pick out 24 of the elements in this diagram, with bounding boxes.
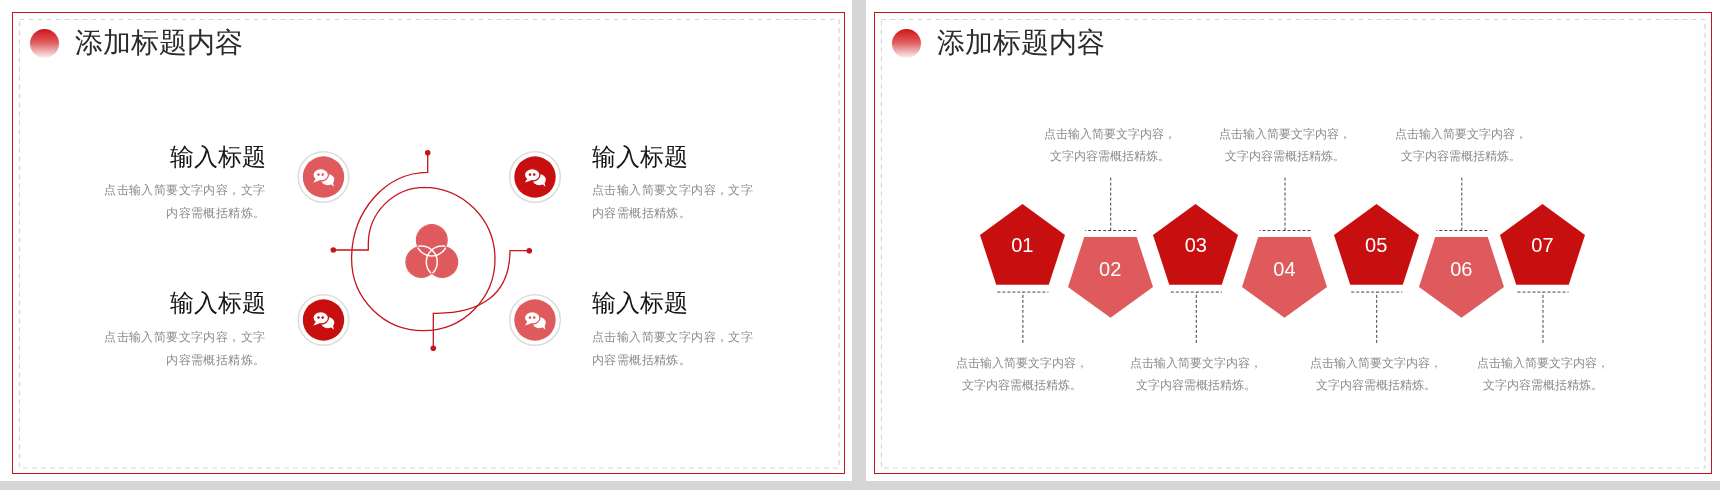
heading-text: 输入标题: [592, 141, 688, 172]
slide-title: 添加标题内容: [937, 26, 1106, 61]
step-number: 03: [1184, 232, 1207, 257]
step-number: 04: [1273, 257, 1296, 282]
step-number: 05: [1365, 232, 1388, 257]
description-text: 点击输入简要文字内容，文字内容需概括精炼。: [1394, 123, 1529, 168]
slide-title: 添加标题内容: [75, 26, 244, 61]
description-text: 点击输入简要文字内容，文字内容需概括精炼。: [1217, 123, 1352, 168]
description-text: 点击输入简要文字内容，文字内容需概括精炼。: [1043, 123, 1178, 168]
heading-text: 输入标题: [169, 141, 266, 172]
step-number: 01: [1011, 232, 1034, 257]
description-text: 点击输入简要文字内容，文字内容需概括精炼。: [103, 181, 266, 223]
description-text: 点击输入简要文字内容，文字内容需概括精炼。: [955, 352, 1090, 397]
step-number: 06: [1450, 257, 1473, 282]
heading-text: 输入标题: [592, 288, 688, 318]
description-text: 点击输入简要文字内容，文字内容需概括精炼。: [592, 181, 755, 223]
heading-text: 输入标题: [169, 288, 266, 318]
description-text: 点击输入简要文字内容，文字内容需概括精炼。: [1309, 352, 1444, 397]
description-text: 点击输入简要文字内容，文字内容需概括精炼。: [1128, 352, 1263, 397]
step-number: 07: [1531, 232, 1554, 257]
description-text: 点击输入简要文字内容，文字内容需概括精炼。: [103, 328, 266, 370]
description-text: 点击输入简要文字内容，文字内容需概括精炼。: [1475, 352, 1610, 397]
description-text: 点击输入简要文字内容，文字内容需概括精炼。: [592, 328, 755, 370]
step-number: 02: [1099, 257, 1122, 282]
